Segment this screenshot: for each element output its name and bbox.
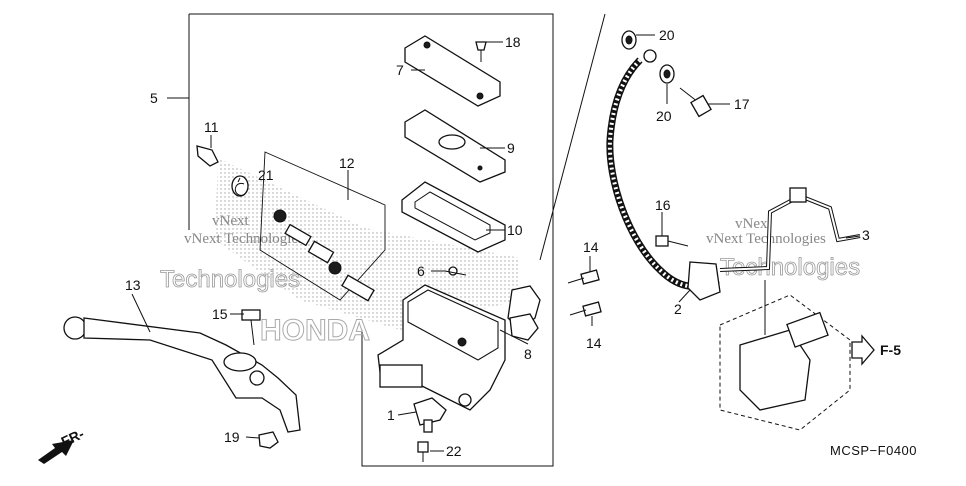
diaphragm-plate	[404, 109, 506, 183]
bolt-14-lower	[569, 301, 602, 317]
callout-21: 21	[258, 167, 274, 183]
callout-1: 1	[387, 407, 395, 423]
diaphragm	[401, 181, 506, 253]
screw-22	[417, 441, 429, 462]
callout-8: 8	[524, 346, 532, 362]
callout-14-upper: 14	[583, 239, 599, 255]
watermark-3: Technologies	[160, 266, 300, 293]
pipe-3	[719, 187, 861, 272]
see-page-arrow: F-5	[851, 334, 901, 366]
see-page-label: F-5	[880, 342, 901, 358]
bolt-17	[679, 87, 712, 118]
shading-band	[215, 151, 520, 330]
callout-10: 10	[507, 222, 523, 238]
brake-hose	[539, 13, 721, 301]
watermark-5: vNext	[735, 216, 772, 232]
piston-set-12	[273, 209, 375, 302]
callout-19: 19	[224, 429, 240, 445]
callout-7: 7	[396, 62, 404, 78]
callout-9: 9	[507, 140, 515, 156]
callout-12: 12	[339, 155, 355, 171]
callout-20-lower: 20	[656, 108, 672, 124]
abs-modulator	[719, 280, 851, 431]
callout-5: 5	[150, 90, 158, 106]
watermark-group: vNext vNext Technologies Technologies vN…	[160, 213, 861, 348]
honda-mark: HONDA	[260, 314, 370, 347]
bolt-16	[655, 235, 689, 247]
assembly-frame	[167, 13, 554, 467]
callout-11: 11	[204, 119, 219, 135]
leader-lines	[131, 34, 861, 452]
watermark-1: vNext	[212, 213, 249, 229]
washer-20-upper	[621, 30, 637, 50]
callout-22: 22	[446, 443, 462, 459]
nut-19	[258, 431, 279, 449]
callout-2: 2	[674, 301, 682, 317]
screw-18	[475, 41, 487, 62]
switch-1	[413, 397, 447, 433]
master-cylinder-body	[377, 284, 506, 411]
callout-14-lower: 14	[586, 335, 602, 351]
front-arrow: FR-	[38, 425, 87, 464]
washer-6	[444, 266, 467, 276]
bolt-14-upper	[567, 269, 600, 285]
watermark-2: vNext Technologies	[184, 231, 304, 247]
pivot-bolt-11	[196, 145, 219, 167]
callout-labels: 5 7 18 9 10 11 12 21 6 13 15 1 22 19 8 1…	[125, 27, 870, 459]
watermark-4: vNext Technologies	[706, 231, 826, 247]
front-label: FR-	[59, 425, 87, 450]
callout-20-upper: 20	[659, 27, 675, 43]
diagram-ref-code: MCSP−F0400	[830, 443, 917, 458]
callout-16: 16	[655, 197, 671, 213]
boot-21	[231, 175, 249, 197]
callout-13: 13	[125, 277, 141, 293]
callout-15: 15	[212, 306, 228, 322]
callout-3: 3	[862, 227, 870, 243]
brake-lever-13	[63, 316, 301, 433]
screw-15	[241, 309, 261, 346]
callout-6: 6	[417, 263, 425, 279]
reservoir-cap	[404, 35, 501, 107]
clamp-holder	[507, 285, 541, 341]
washer-20-lower	[659, 64, 675, 84]
callout-18: 18	[505, 34, 521, 50]
callout-17: 17	[734, 96, 750, 112]
